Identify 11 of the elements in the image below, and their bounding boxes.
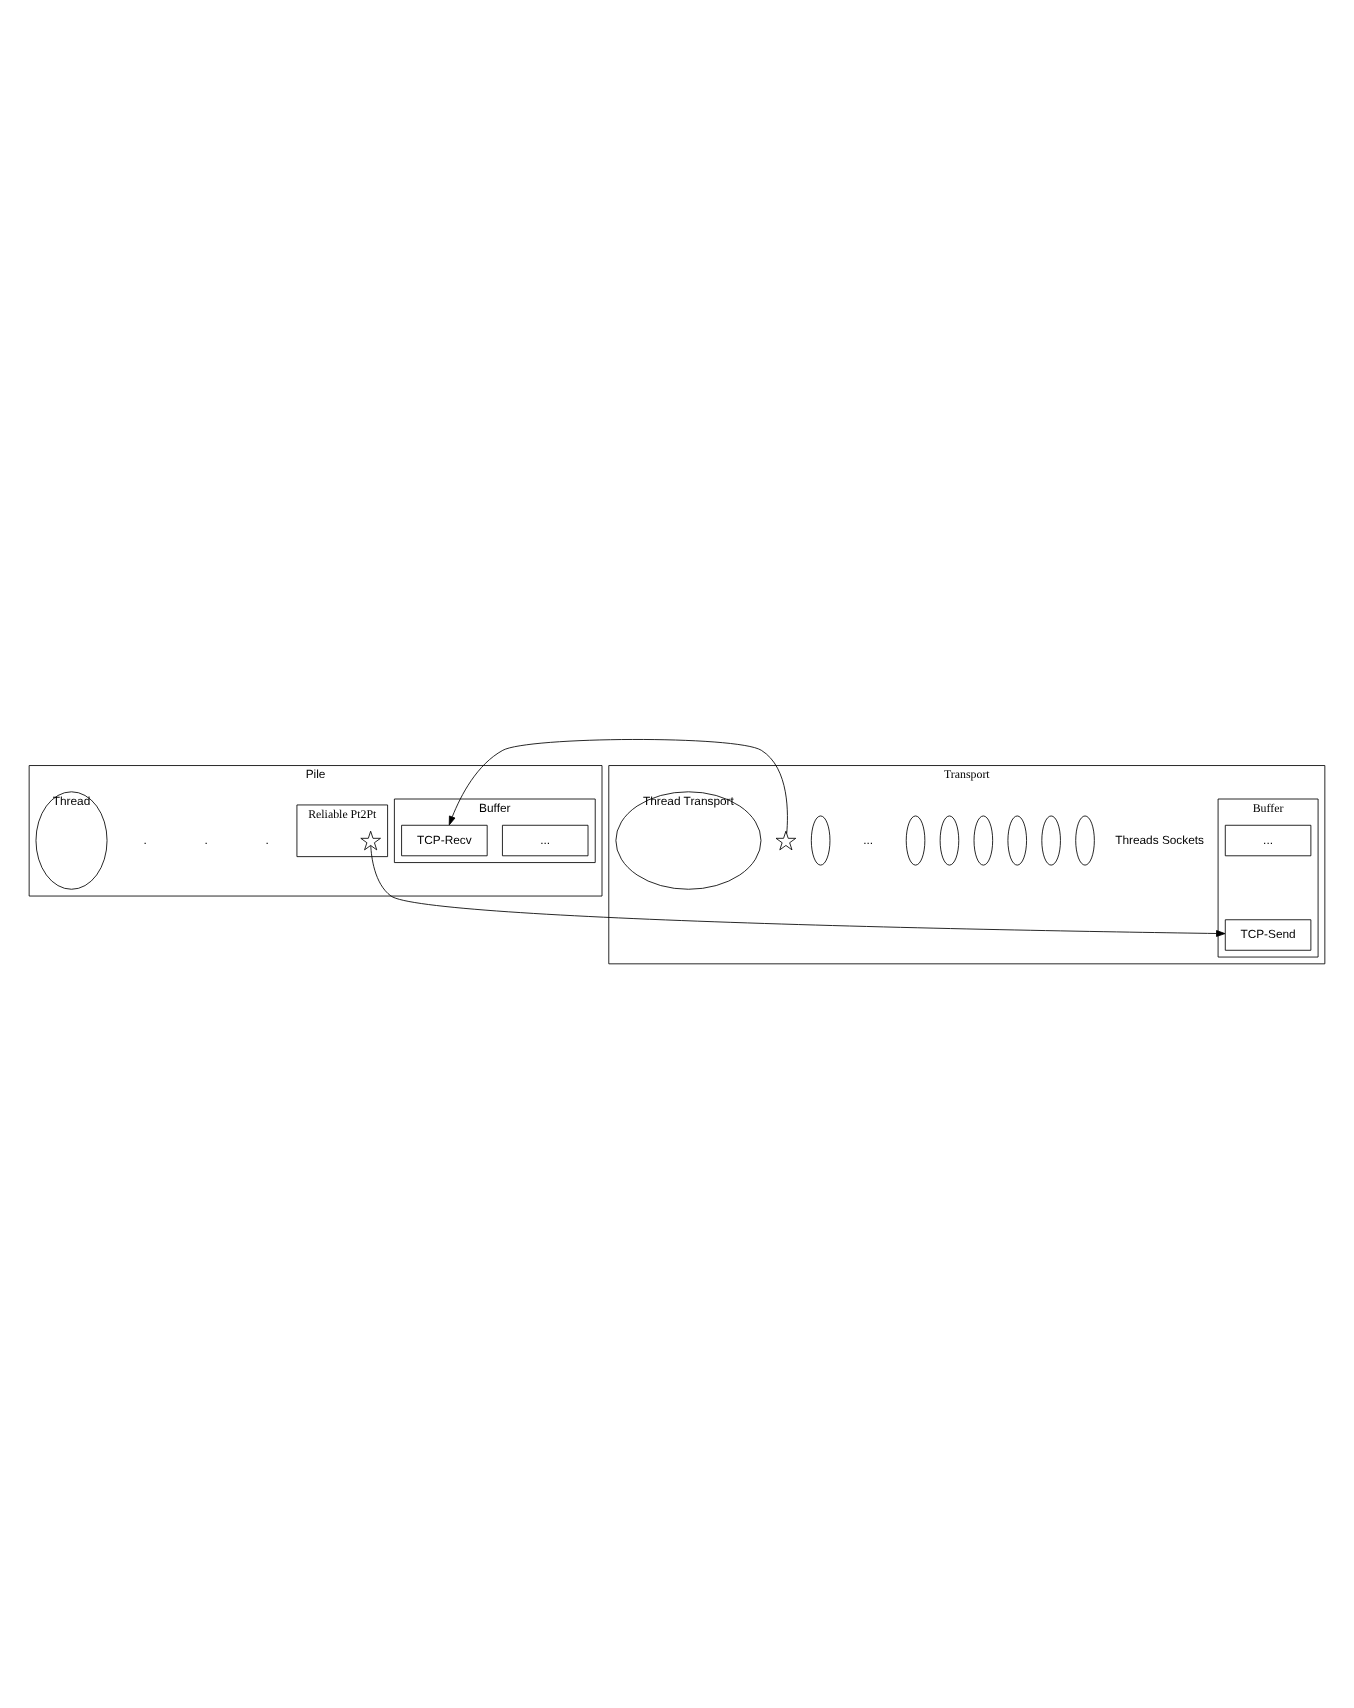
node-star xyxy=(775,829,797,850)
node-circle xyxy=(939,814,960,865)
arrow xyxy=(448,738,788,833)
node-circle xyxy=(1075,814,1095,865)
node-circle xyxy=(905,814,926,865)
arrow xyxy=(370,844,1226,936)
node-circle xyxy=(1007,814,1027,865)
node-star xyxy=(360,829,381,850)
node-circle xyxy=(973,814,994,865)
node-circle xyxy=(1041,814,1061,865)
node-circle xyxy=(810,814,831,865)
